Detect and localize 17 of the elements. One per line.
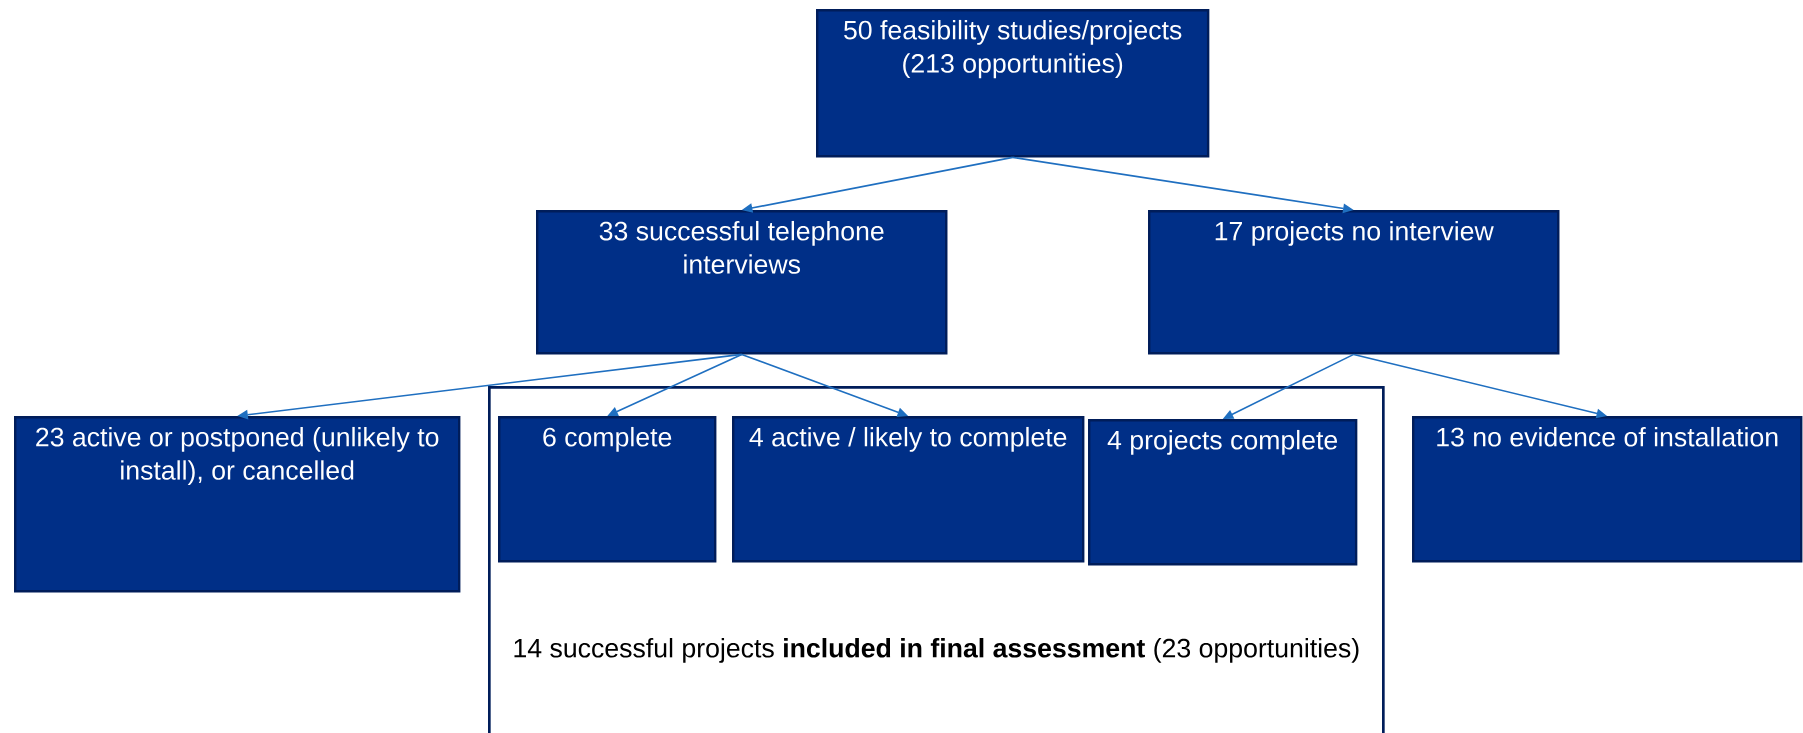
node-label: 4 projects complete [1107, 429, 1338, 455]
process-box [498, 416, 717, 563]
process-box [1088, 419, 1358, 566]
process-box [1148, 210, 1560, 355]
process-box [536, 210, 948, 355]
node-label: 50 feasibility studies/projects (213 opportunities) [844, 19, 1182, 79]
node-label: 14 successful projects included in final assessment (23 opportunities) [514, 638, 1359, 663]
node-label: 17 projects no interview [1215, 220, 1494, 246]
node-label: 6 complete [543, 426, 672, 452]
node-label: 33 successful telephone interviews [599, 220, 884, 274]
process-box [1412, 416, 1803, 563]
process-box [816, 9, 1210, 158]
process-box [14, 416, 461, 593]
process-box [732, 416, 1085, 563]
node-label: 23 active or postponed (unlikely to install), or cancelled [36, 426, 439, 486]
node-label: 13 no evidence of installation [1437, 426, 1778, 447]
node-label: 4 active / likely to complete [749, 426, 1067, 452]
